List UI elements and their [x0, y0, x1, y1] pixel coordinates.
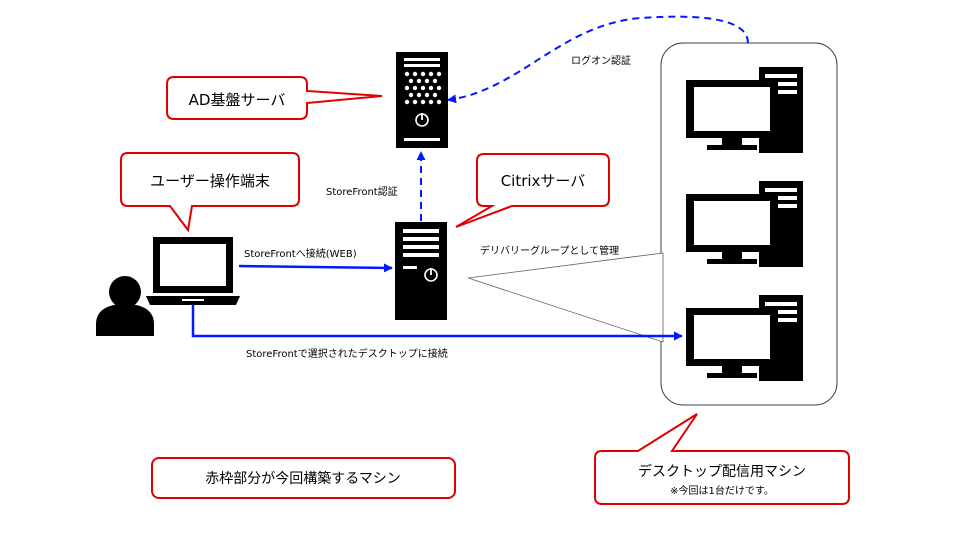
citrix-server-callout: Citrixサーバ	[455, 153, 610, 228]
user-terminal-callout-label: ユーザー操作端末	[150, 172, 270, 190]
desktop-connect-label: StoreFrontで選択されたデスクトップに接続	[246, 347, 448, 360]
build-target-note: 赤枠部分が今回構築するマシン	[151, 457, 456, 499]
citrix-server-icon	[395, 222, 447, 320]
vda-note-label: ※今回は1台だけです。	[670, 484, 774, 497]
logon-auth-label: ログオン認証	[571, 54, 631, 67]
storefront-auth-label: StoreFront認証	[326, 185, 398, 198]
desktop-pc-icon-3	[686, 295, 803, 381]
citrix-server-callout-label: Citrixサーバ	[501, 172, 586, 190]
storefront-connect-arrow	[238, 263, 393, 273]
storefront-connect-label: StoreFrontへ接続(WEB)	[244, 247, 357, 260]
desktop-pc-icon-1	[686, 67, 803, 153]
delivery-group-label: デリバリーグループとして管理	[480, 244, 619, 257]
ad-server-callout-label: AD基盤サーバ	[189, 91, 286, 109]
vda-machine-callout-label: デスクトップ配信用マシン	[638, 463, 806, 480]
laptop-icon	[146, 237, 240, 305]
delivery-group-wedge	[467, 252, 664, 343]
ad-server-icon	[396, 52, 448, 148]
user-terminal-callout: ユーザー操作端末	[120, 152, 300, 233]
desktop-connect-arrow	[191, 305, 683, 341]
person-icon	[96, 276, 154, 336]
desktop-pc-icon-2	[686, 181, 803, 267]
ad-server-callout: AD基盤サーバ	[166, 76, 383, 120]
build-target-note-label: 赤枠部分が今回構築するマシン	[205, 471, 400, 487]
logon-auth-arrow	[447, 15, 749, 104]
vda-machine-callout: デスクトップ配信用マシン ※今回は1台だけです。	[594, 413, 850, 505]
